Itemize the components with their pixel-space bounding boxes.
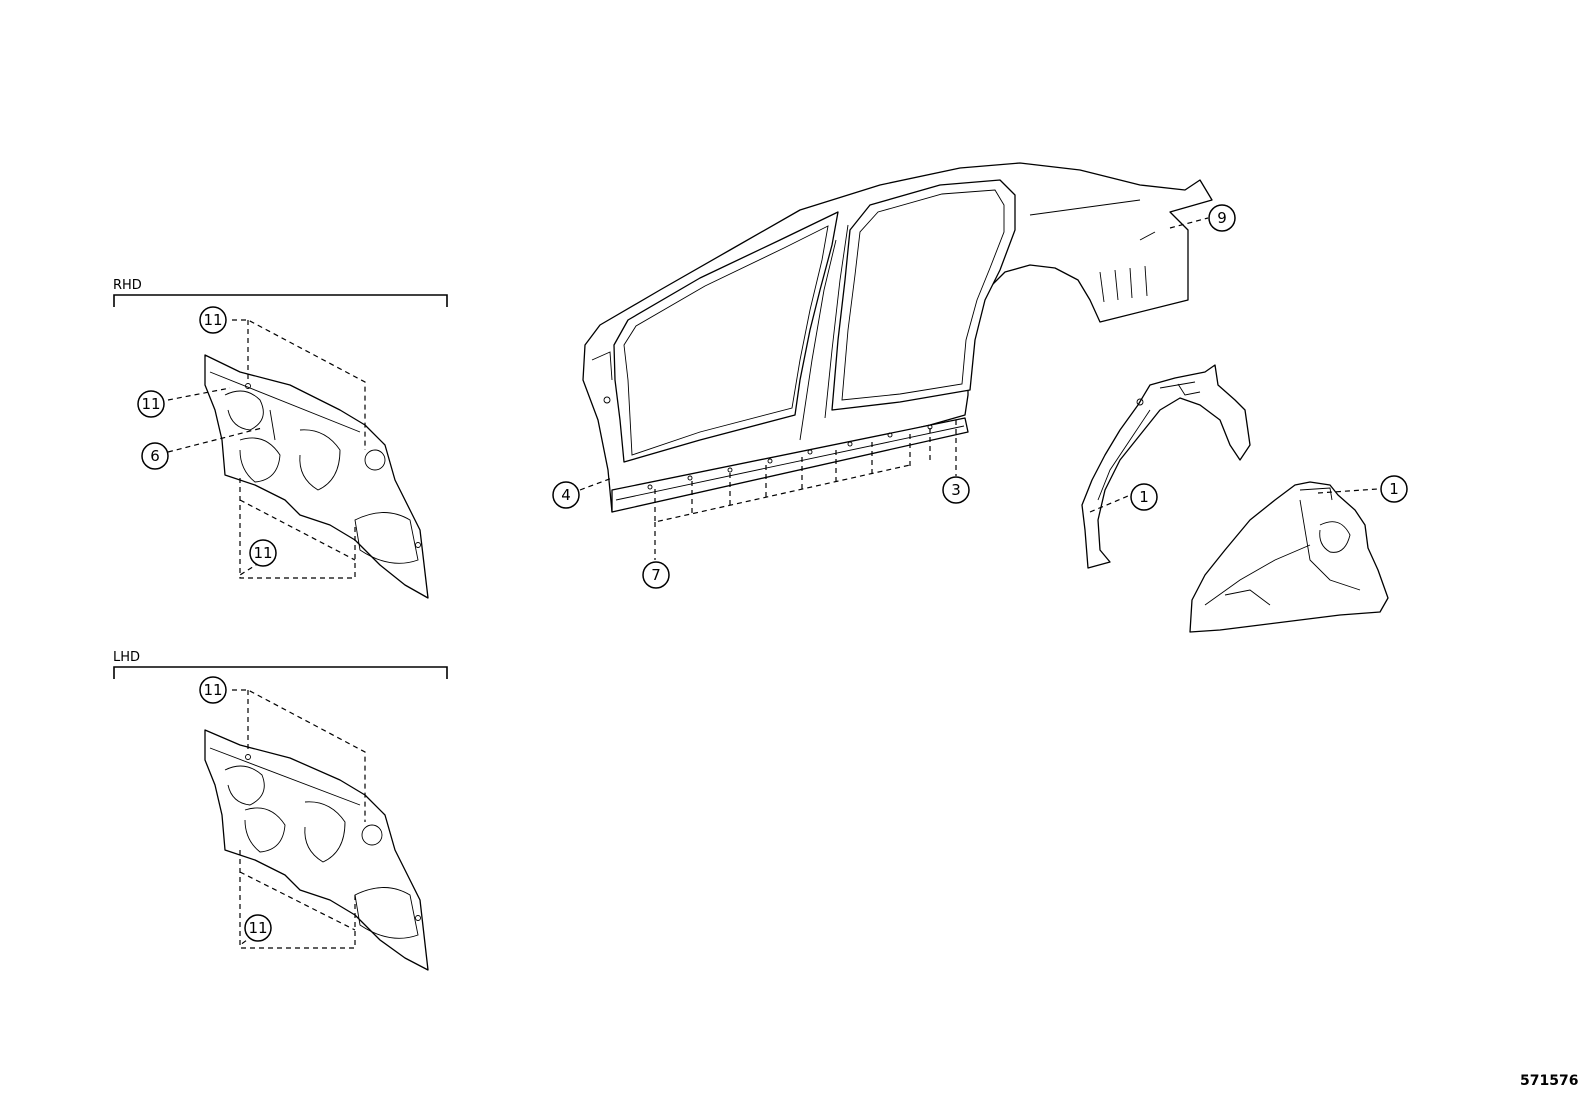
svg-text:11: 11 (141, 395, 160, 413)
wheel-house-outer-panel (1189, 481, 1389, 633)
rhd-dash-panel (204, 354, 429, 599)
diagram-reference-number: 571576 (1520, 1073, 1578, 1089)
sill-leaders (579, 217, 1209, 560)
rhd-label: RHD (113, 278, 142, 293)
callout-rhd-left: 11 (137, 390, 165, 418)
callout-lhd-top: 11 (199, 676, 227, 704)
wheel-house-inner-panel (1081, 364, 1251, 569)
callout-rhd-bottom: 11 (249, 539, 277, 567)
lhd-section: LHD 11 11 (113, 650, 448, 971)
svg-text:11: 11 (253, 544, 272, 562)
callout-rhd-top: 11 (199, 306, 227, 334)
callout-1-left: 1 (1130, 483, 1158, 511)
callout-rhd-6: 6 (141, 442, 169, 470)
svg-text:4: 4 (561, 486, 571, 504)
svg-text:11: 11 (203, 311, 222, 329)
callout-3: 3 (942, 476, 970, 504)
rhd-bracket (113, 294, 448, 307)
lhd-label: LHD (113, 650, 140, 665)
lhd-bracket (113, 666, 448, 679)
callout-1-right: 1 (1380, 475, 1408, 503)
svg-text:11: 11 (248, 919, 267, 937)
lhd-dash-panel (204, 729, 429, 971)
rhd-section: RHD 11 11 (113, 278, 448, 599)
svg-text:7: 7 (651, 566, 661, 584)
callout-4: 4 (552, 481, 580, 509)
svg-text:3: 3 (951, 481, 961, 499)
svg-text:11: 11 (203, 681, 222, 699)
svg-text:1: 1 (1139, 488, 1149, 506)
side-body-panel (582, 162, 1213, 513)
svg-text:1: 1 (1389, 480, 1399, 498)
svg-text:6: 6 (150, 447, 160, 465)
callout-7: 7 (642, 561, 670, 589)
callout-lhd-bottom: 11 (244, 914, 272, 942)
callout-9: 9 (1208, 204, 1236, 232)
svg-text:9: 9 (1217, 209, 1227, 227)
